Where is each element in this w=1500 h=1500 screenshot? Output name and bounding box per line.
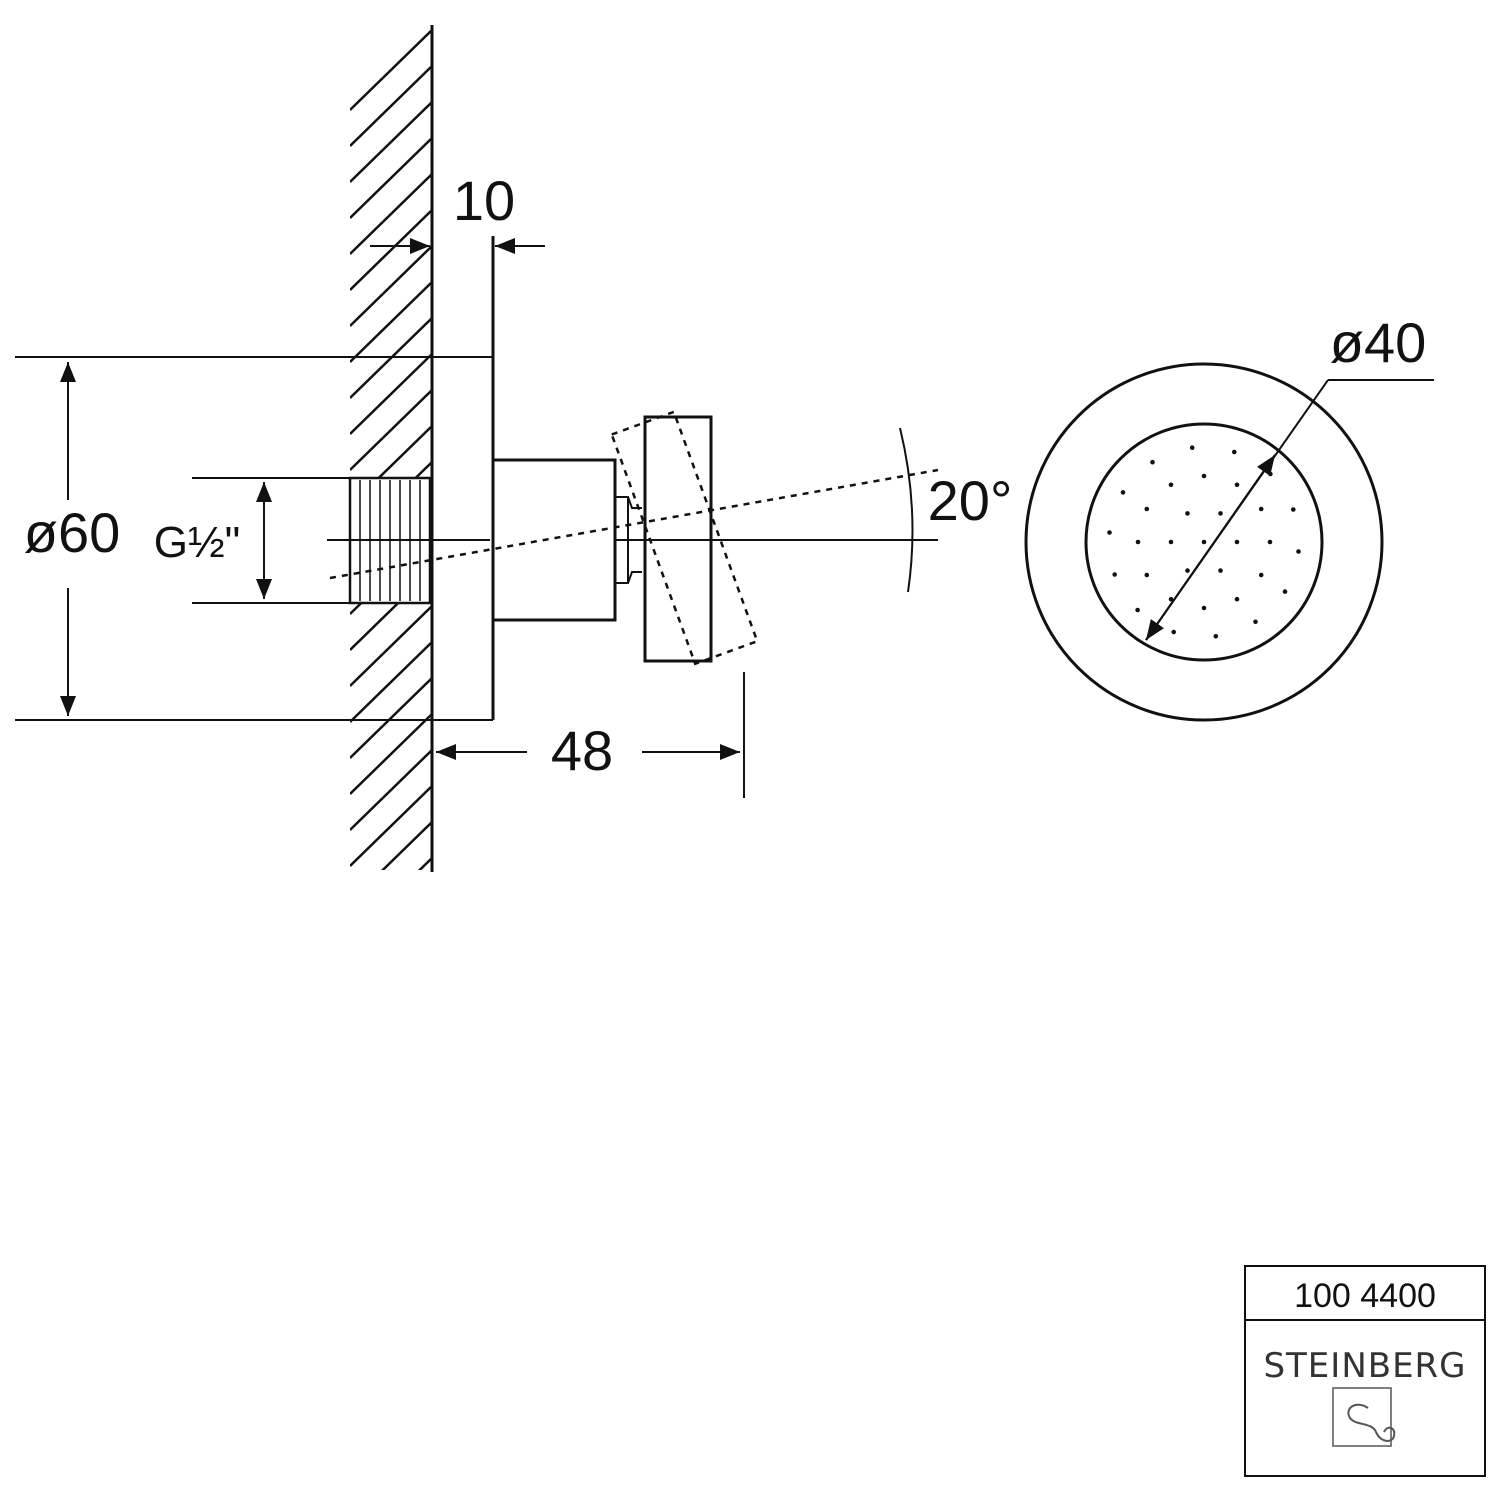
dim-wall-offset: 10 [370,169,545,254]
nozzle-dot [1201,473,1207,479]
body-cylinder [491,458,617,622]
nozzle-dot [1282,589,1288,594]
dim-flange-diameter-label: ø60 [24,501,121,564]
nozzle-head-tilted [610,410,759,666]
nozzle-dot [1150,459,1155,465]
dim-head-diameter-label: ø40 [1330,311,1427,374]
nozzle-dot [1171,629,1176,635]
title-block: 100 4400 STEINBERG [1244,1265,1486,1477]
nozzle-dot [1268,471,1273,477]
dim-flange-diameter: ø60 [24,362,121,716]
nozzle-dot [1218,568,1223,573]
nozzle-dot [1168,482,1174,488]
nozzle-dot [1296,549,1301,554]
nozzle-dot [1144,572,1150,578]
nozzle-dot [1112,572,1117,577]
nozzle-dot [1185,511,1190,516]
nozzle-dot [1185,568,1190,573]
dim-head-diameter: ø40 [1145,311,1434,641]
spray-face [1084,422,1324,662]
nozzle-dot [1120,490,1126,495]
dim-tilt-angle-label: 20° [928,469,1013,532]
dim-projection-label: 48 [551,719,613,782]
nozzle-dot [1168,539,1174,545]
nozzle-dot [1135,539,1141,545]
dim-thread: G½" [154,482,272,599]
spray-nozzles [1107,445,1301,639]
dim-tilt-angle: 20° [899,427,1013,593]
nozzle-dot [1144,506,1150,512]
nozzle-dot [1234,482,1240,488]
outer-rosette [1024,362,1384,722]
dim-wall-offset-label: 10 [453,169,515,232]
nozzle-dot [1107,530,1112,535]
nozzle-dot [1135,607,1140,613]
front-view: ø40 [1024,311,1434,722]
nozzle-dot [1168,596,1174,602]
nozzle-dot [1267,539,1273,545]
nozzle-dot [1291,507,1296,512]
nozzle-dot [1201,539,1207,545]
ball-joint [615,496,642,584]
nozzle-dot [1258,506,1264,512]
brand-logo-icon [1332,1387,1396,1447]
article-number: 100 4400 [1294,1277,1436,1315]
nozzle-dot [1201,605,1207,611]
nozzle-dot [1213,634,1219,639]
nozzle-dot [1189,445,1195,451]
dim-projection: 48 [436,672,745,798]
nozzle-dot [1232,449,1237,455]
nozzle-dot [1258,572,1264,578]
brand-name: STEINBERG [1263,1346,1466,1386]
nozzle-dot [1234,596,1240,602]
nozzle-dot [1253,619,1258,625]
dim-thread-label: G½" [154,518,241,567]
side-view: 10 ø60 G½" 48 20° [15,25,1013,872]
nozzle-dot [1234,539,1240,545]
nozzle-dot [1218,511,1223,516]
